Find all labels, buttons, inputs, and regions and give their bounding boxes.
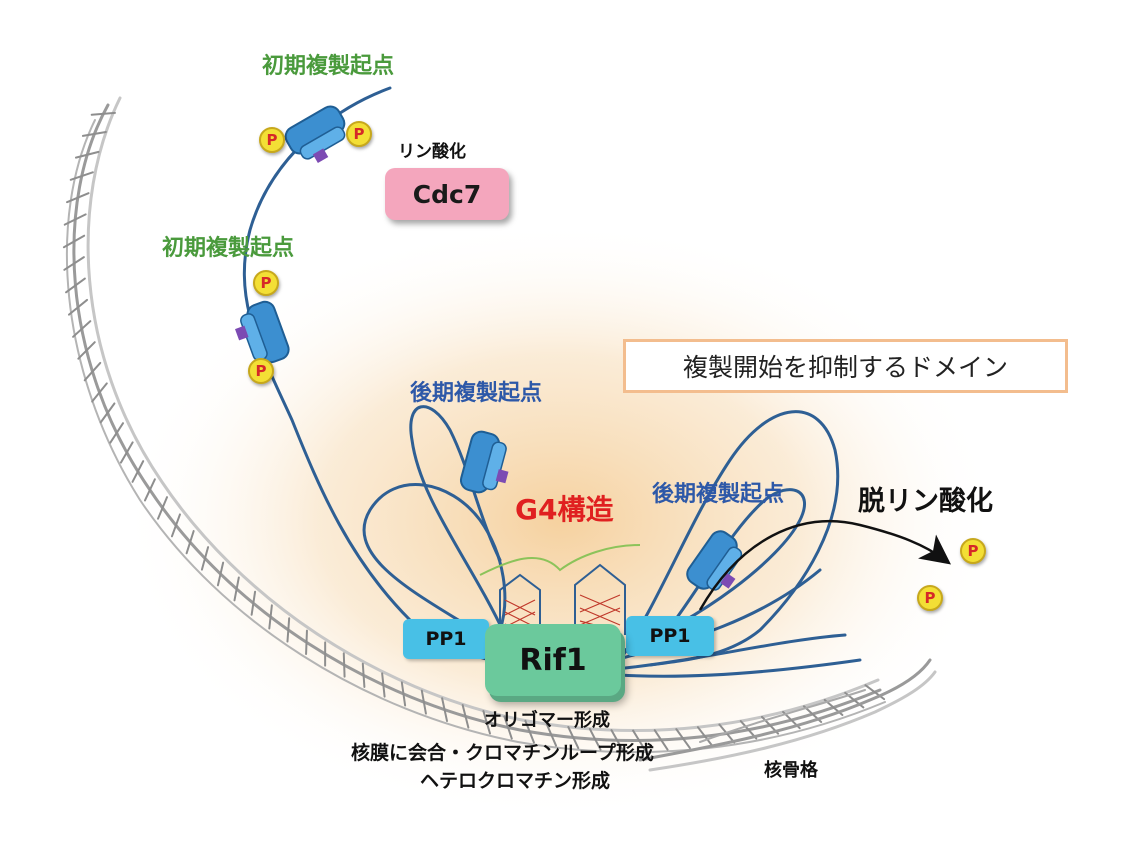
fiber-tick bbox=[420, 689, 427, 715]
phosphorylation-label: リン酸化 bbox=[398, 142, 466, 162]
fiber-tick bbox=[342, 652, 346, 678]
repression-domain-label: 複製開始を抑制するドメイン bbox=[623, 339, 1068, 393]
g4-structure-label: G4構造 bbox=[515, 493, 614, 526]
phospho-icon: P bbox=[346, 121, 372, 147]
pp1-left: PP1 bbox=[403, 619, 489, 659]
fiber-tick bbox=[610, 729, 624, 752]
fiber-tick bbox=[131, 460, 145, 483]
rif1-protein: Rif1 bbox=[485, 624, 621, 696]
fiber-tick bbox=[864, 684, 886, 701]
pp1-right: PP1 bbox=[626, 616, 714, 656]
fiber-tick bbox=[545, 723, 558, 747]
fiber-tick bbox=[69, 171, 94, 181]
fiber-tick bbox=[90, 111, 116, 116]
nuclear-matrix-fibers bbox=[62, 96, 937, 772]
fiber-tick bbox=[65, 277, 86, 294]
fiber-tick bbox=[503, 715, 513, 740]
fiber-tick bbox=[844, 691, 865, 709]
fiber-tick bbox=[185, 530, 195, 555]
fiber-tick bbox=[233, 576, 240, 602]
fiber-tick bbox=[675, 728, 691, 750]
fiber-tick bbox=[268, 604, 273, 630]
fiber-tick bbox=[63, 213, 87, 226]
fiber-tick bbox=[81, 130, 107, 137]
fiber-tick bbox=[63, 256, 85, 271]
cdc7-kinase: Cdc7 bbox=[385, 168, 509, 220]
g4-structures bbox=[479, 544, 641, 640]
fiber-tick bbox=[305, 629, 308, 655]
fiber-tick bbox=[65, 192, 90, 204]
fiber-tick bbox=[109, 422, 125, 444]
fiber-tick bbox=[143, 478, 156, 502]
fiber-tick bbox=[67, 298, 89, 316]
fiber-tick bbox=[567, 725, 580, 750]
fiber-tick bbox=[461, 704, 470, 729]
fiber-tick bbox=[441, 697, 449, 723]
fiber-tick bbox=[250, 590, 257, 616]
late-origin-label-right: 後期複製起点 bbox=[652, 482, 785, 507]
phospho-icon: P bbox=[917, 585, 943, 611]
nuclear-matrix-label: 核骨格 bbox=[764, 760, 818, 781]
fiber-tick bbox=[482, 710, 491, 735]
fiber-tick bbox=[200, 546, 210, 571]
fiber-tick bbox=[524, 719, 535, 744]
oligomer-label: オリゴマー形成 bbox=[484, 710, 610, 731]
mcm-late-right bbox=[686, 530, 743, 591]
dephosphorylation-arrow bbox=[698, 520, 952, 611]
fiber-tick bbox=[170, 513, 181, 538]
phospho-icon: P bbox=[960, 538, 986, 564]
late-origin-label-left: 後期複製起点 bbox=[410, 381, 543, 406]
fiber-tick bbox=[653, 729, 669, 751]
fiber-tick bbox=[119, 441, 134, 464]
fiber-tick bbox=[286, 617, 291, 643]
fiber-tick bbox=[782, 710, 801, 730]
dephosphorylation-label: 脱リン酸化 bbox=[858, 486, 993, 517]
early-origin-label-top: 初期複製起点 bbox=[262, 54, 395, 79]
heterochromatin-label: ヘテロクロマチン形成 bbox=[420, 770, 611, 792]
fiber-tick bbox=[361, 662, 366, 688]
fiber-tick bbox=[696, 726, 714, 747]
fiber-tick bbox=[400, 681, 407, 707]
fiber-tick bbox=[77, 341, 96, 360]
phospho-icon: P bbox=[248, 358, 274, 384]
mcm-late-left bbox=[459, 430, 509, 494]
phospho-icon: P bbox=[253, 270, 279, 296]
mcm-complexes bbox=[235, 105, 743, 591]
fiber-tick bbox=[588, 727, 602, 751]
fiber-tick bbox=[216, 561, 225, 587]
early-origin-label-mid: 初期複製起点 bbox=[162, 236, 295, 261]
fiber-tick bbox=[381, 672, 386, 698]
fiber-tick bbox=[632, 729, 647, 752]
fiber-tick bbox=[62, 234, 86, 249]
fiber-tick bbox=[72, 320, 92, 338]
fiber-tick bbox=[91, 382, 108, 403]
fiber-tick bbox=[74, 150, 100, 159]
phospho-icon: P bbox=[259, 127, 285, 153]
fiber-tick bbox=[83, 361, 102, 382]
fiber-tick bbox=[157, 496, 169, 520]
nuclear-membrane-label: 核膜に会合・クロマチンループ形成 bbox=[351, 742, 654, 764]
mcm-early-top bbox=[284, 105, 346, 163]
fiber-tick bbox=[99, 402, 116, 424]
